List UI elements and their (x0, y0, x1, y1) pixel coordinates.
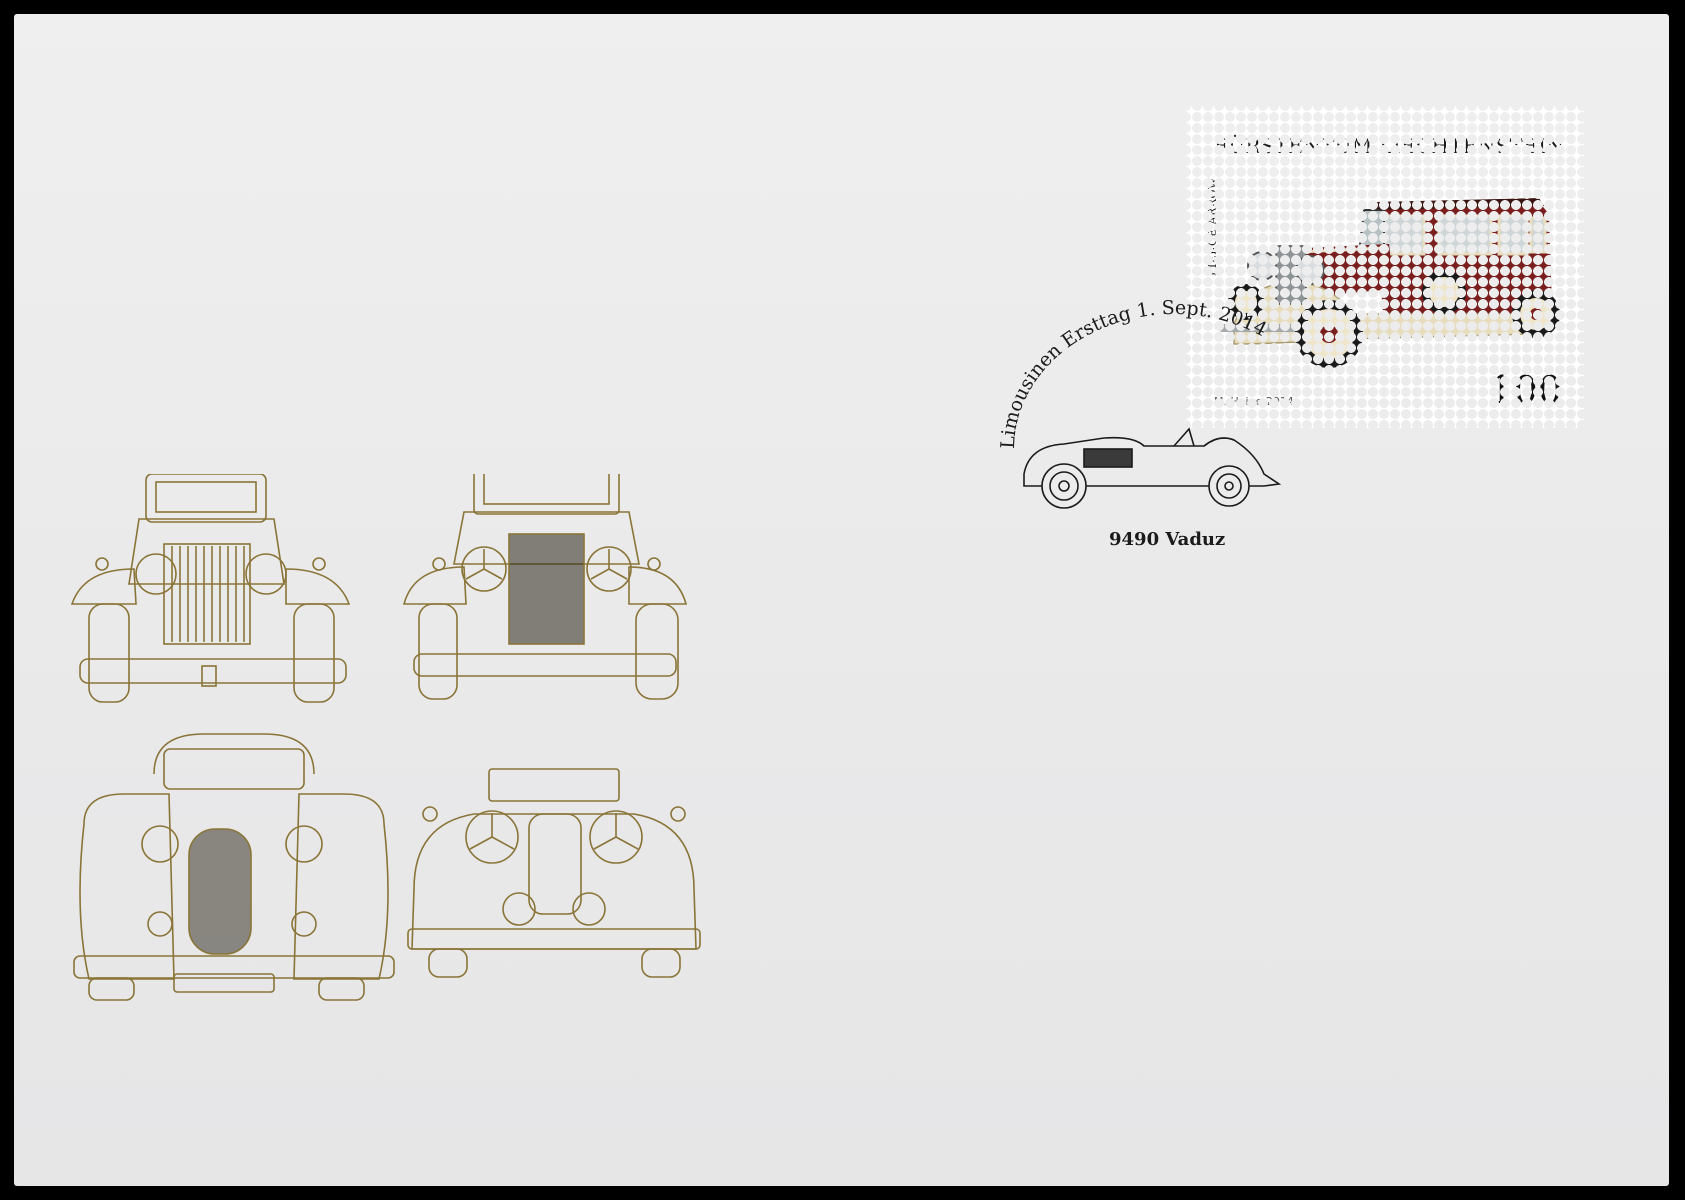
postmark-place: 9490 Vaduz (1109, 529, 1226, 550)
envelope: FÜRSTENTUM LIECHTENSTEIN PIERCE ARROW (14, 14, 1669, 1186)
postmark-arc-textpath: Limousinen Ersttag 1. Sept. 2014 (997, 297, 1271, 449)
convertible-car-icon (1023, 427, 1282, 509)
car-front-drawings (70, 474, 701, 1001)
car-drawing-2 (402, 474, 688, 700)
gold-car-illustrations (64, 474, 744, 1054)
pierce-arrow-car-image (1219, 198, 1560, 368)
car-drawing-4 (407, 768, 701, 978)
stamp-artist-credit: M. Heine 2014 (1214, 395, 1294, 408)
stamp-country-label: FÜRSTENTUM LIECHTENSTEIN (1214, 134, 1565, 158)
car-drawing-3 (73, 733, 395, 1001)
stamp-value: 100 (1489, 368, 1562, 412)
stamp-face: FÜRSTENTUM LIECHTENSTEIN PIERCE ARROW (1194, 114, 1576, 420)
postage-stamp: FÜRSTENTUM LIECHTENSTEIN PIERCE ARROW (1186, 106, 1584, 428)
postmark-arc-text: Limousinen Ersttag 1. Sept. 2014 (997, 297, 1271, 449)
postmark: Limousinen Ersttag 1. Sept. 2014 9490 Va… (994, 297, 1354, 564)
car-drawing-1 (70, 474, 351, 703)
